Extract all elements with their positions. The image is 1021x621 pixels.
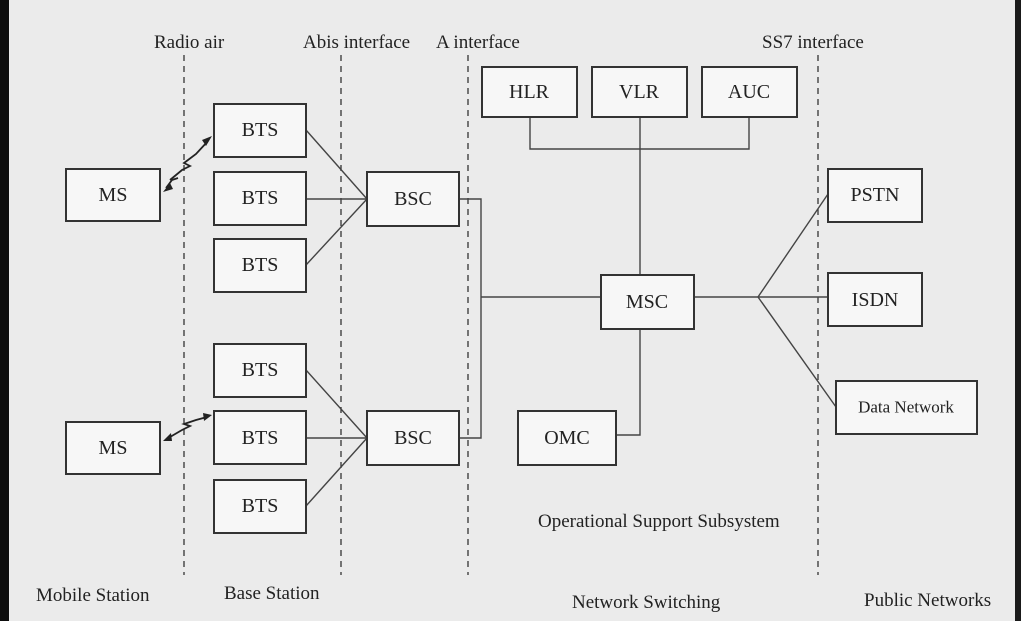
right-dark-border [1015,0,1021,621]
radio-link-bottom [163,413,212,441]
bts-node-4: BTS [213,343,307,398]
oss-caption: Operational Support Subsystem [538,511,780,532]
svg-text:BTS: BTS [242,187,279,209]
connection-lines [305,117,837,507]
svg-text:BTS: BTS [242,495,279,517]
bts-node-1: BTS [213,103,307,158]
svg-text:AUC: AUC [728,81,770,103]
svg-text:VLR: VLR [619,81,660,103]
left-dark-border [0,0,9,621]
bts-node-6: BTS [213,479,307,534]
svg-text:BTS: BTS [242,119,279,141]
svg-text:MSC: MSC [626,291,668,313]
svg-text:BTS: BTS [242,254,279,276]
network-switching-caption: Network Switching [572,592,721,613]
base-station-caption: Base Station [224,583,320,604]
svg-text:MS: MS [99,437,128,459]
svg-text:BSC: BSC [394,427,432,449]
vlr-node: VLR [591,66,688,118]
data-network-node: Data Network [835,380,978,435]
svg-text:Data Network: Data Network [858,398,954,417]
bts-node-5: BTS [213,410,307,465]
abis-interface-label: Abis interface [303,32,410,53]
svg-text:MS: MS [99,184,128,206]
svg-text:ISDN: ISDN [852,289,899,311]
bsc-bottom-node: BSC [366,410,460,466]
auc-node: AUC [701,66,798,118]
ms-top-node: MS [65,168,161,222]
pstn-node: PSTN [827,168,923,223]
isdn-node: ISDN [827,272,923,327]
radio-link-top [163,136,212,192]
radio-air-label: Radio air [154,32,225,53]
svg-text:BTS: BTS [242,359,279,381]
svg-text:BSC: BSC [394,188,432,210]
bts-node-2: BTS [213,171,307,226]
a-interface-label: A interface [436,32,520,53]
ss7-interface-label: SS7 interface [762,32,864,53]
msc-node: MSC [600,274,695,330]
mobile-station-caption: Mobile Station [36,585,150,606]
ms-bottom-node: MS [65,421,161,475]
bsc-top-node: BSC [366,171,460,227]
svg-text:HLR: HLR [509,81,550,103]
omc-node: OMC [517,410,617,466]
svg-text:BTS: BTS [242,427,279,449]
public-networks-caption: Public Networks [864,590,991,611]
hlr-node: HLR [481,66,578,118]
svg-text:PSTN: PSTN [851,184,900,206]
bts-node-3: BTS [213,238,307,293]
svg-text:OMC: OMC [544,427,590,449]
